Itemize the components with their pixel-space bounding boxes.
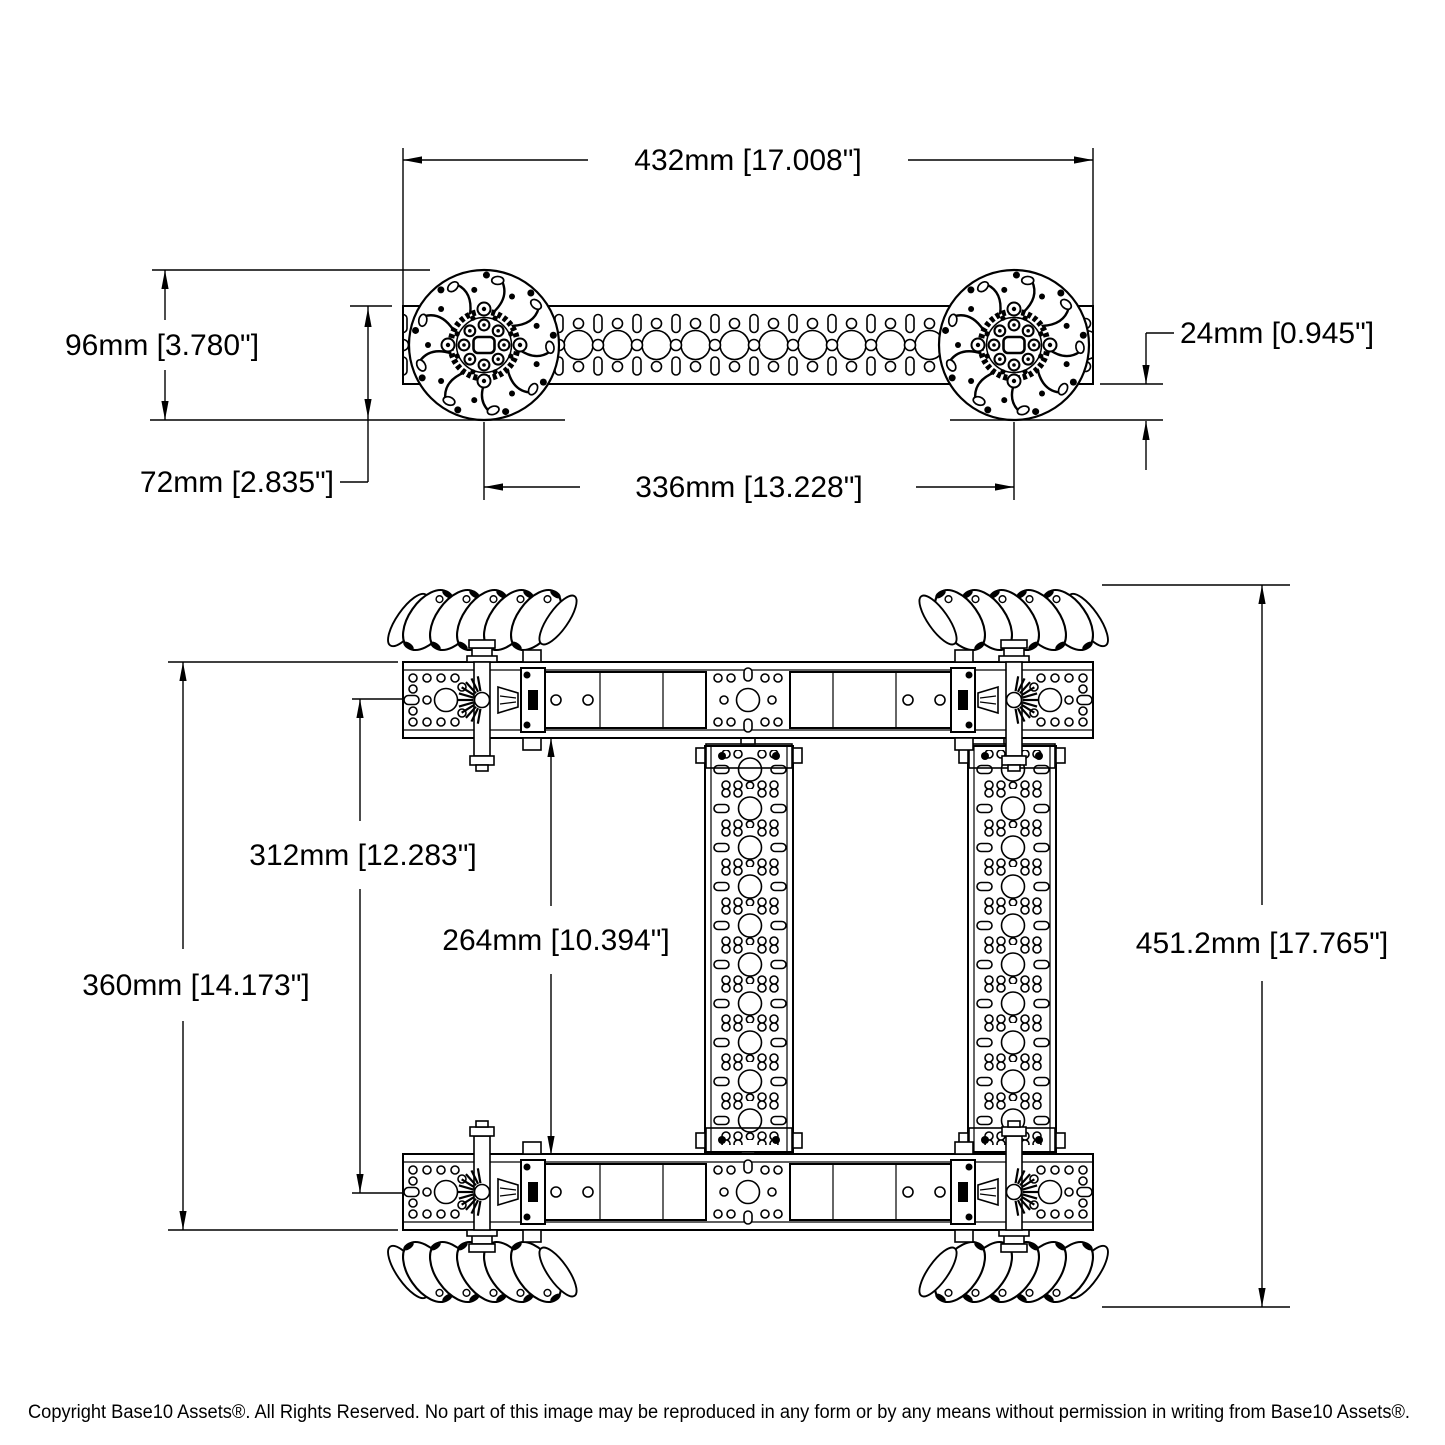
dimension-arrowheads	[161, 156, 1266, 1307]
dim-rail-inner-gap-label: 264mm [10.394"]	[442, 924, 669, 957]
dimension-rail-top-height: 72mm [2.835"]	[140, 305, 392, 499]
dimension-overall-width: 432mm [17.008"]	[402, 144, 1094, 384]
mecanum-wheel-side-right	[939, 270, 1089, 420]
cross-rail-right	[958, 737, 1066, 1159]
plan-view: 360mm [14.173"] 312mm [12.283"] 264mm [1…	[82, 580, 1388, 1312]
dim-rail-bottom-clearance-label: 24mm [0.945"]	[1180, 317, 1374, 350]
dim-wheel-center-distance-label: 336mm [13.228"]	[635, 471, 862, 504]
copyright-notice: Copyright Base10 Assets®. All Rights Res…	[28, 1402, 1410, 1423]
dim-rail-top-height-label: 72mm [2.835"]	[140, 466, 334, 499]
side-elevation-view: 432mm [17.008"] 96mm [3.780"] 72mm [2.83…	[65, 144, 1374, 504]
dimension-rail-inner-gap: 264mm [10.394"]	[442, 738, 670, 1155]
dim-wheel-diameter-label: 96mm [3.780"]	[65, 329, 259, 362]
mecanum-wheel-side-left	[409, 270, 559, 420]
dimension-hole-to-hole-span: 312mm [12.283"]	[249, 698, 477, 1194]
cross-rail-left	[695, 737, 803, 1159]
dimension-overall-width-with-wheels: 451.2mm [17.765"]	[1102, 584, 1388, 1308]
dimension-rail-outer-span: 360mm [14.173"]	[82, 661, 398, 1231]
dimension-wheel-center-distance: 336mm [13.228"]	[483, 422, 1015, 504]
dim-overall-width-label: 432mm [17.008"]	[634, 144, 861, 177]
dimension-rail-bottom-clearance: 24mm [0.945"]	[950, 317, 1374, 470]
dim-overall-width-with-wheels-label: 451.2mm [17.765"]	[1136, 927, 1388, 960]
dimension-wheel-diameter: 96mm [3.780"]	[65, 269, 565, 421]
dim-hole-to-hole-span-label: 312mm [12.283"]	[249, 839, 476, 872]
dim-rail-outer-span-label: 360mm [14.173"]	[82, 969, 309, 1002]
